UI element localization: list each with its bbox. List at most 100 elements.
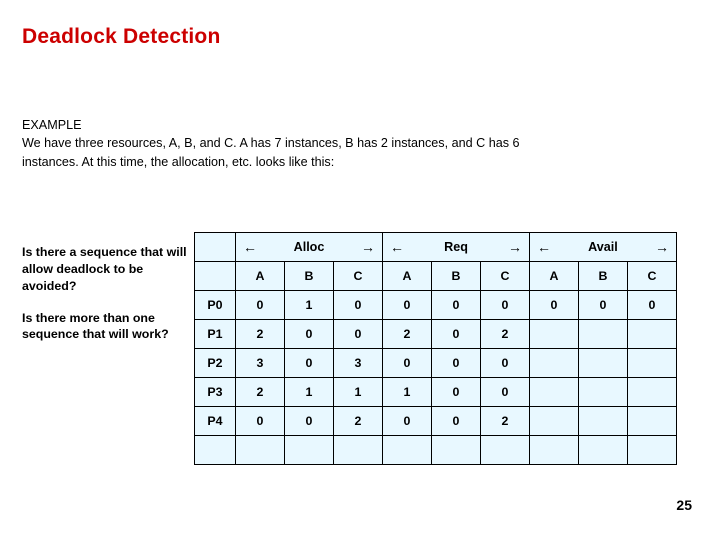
cell-p0-avail-b: 0 — [578, 290, 628, 320]
cell-p1-req-a: 2 — [382, 319, 432, 349]
table-row: P4 0 0 2 0 0 2 — [194, 406, 677, 436]
cell-p2-alloc-b: 0 — [284, 348, 334, 378]
cell-p3-alloc-c: 1 — [333, 377, 383, 407]
cell-p0-alloc-c: 0 — [333, 290, 383, 320]
table-row-sub-headers: A B C A B C A B C — [194, 261, 677, 291]
cell-empty-req-c — [480, 435, 530, 465]
cell-empty-req-b — [431, 435, 481, 465]
cell-p2-avail-a — [529, 348, 579, 378]
cell-p0-avail-a: 0 — [529, 290, 579, 320]
question-two: Is there more than one sequence that wil… — [22, 310, 169, 342]
table-row-group-headers: ← Alloc → ← Req → ← Avail — [194, 232, 677, 262]
cell-empty-alloc-a — [235, 435, 285, 465]
cell-p4-req-b: 0 — [431, 406, 481, 436]
page-title: Deadlock Detection — [22, 25, 221, 48]
cell-p2-avail-b — [578, 348, 628, 378]
arrow-left-icon: ← — [390, 239, 404, 255]
sub-header-avail-b: B — [578, 261, 628, 291]
arrow-right-icon: → — [508, 239, 522, 255]
cell-p0-req-a: 0 — [382, 290, 432, 320]
sub-header-avail-c: C — [627, 261, 677, 291]
cell-p3-alloc-b: 1 — [284, 377, 334, 407]
row-label-p1: P1 — [194, 319, 236, 349]
cell-p3-alloc-a: 2 — [235, 377, 285, 407]
questions-block: Is there a sequence that will allow dead… — [22, 244, 190, 343]
example-body: EXAMPLE We have three resources, A, B, a… — [22, 116, 698, 171]
cell-p3-req-c: 0 — [480, 377, 530, 407]
sub-header-alloc-b: B — [284, 261, 334, 291]
row-label-p2: P2 — [194, 348, 236, 378]
cell-p1-avail-b — [578, 319, 628, 349]
cell-p3-avail-c — [627, 377, 677, 407]
question-one: Is there a sequence that will allow dead… — [22, 245, 187, 293]
cell-p3-avail-a — [529, 377, 579, 407]
cell-p1-req-c: 2 — [480, 319, 530, 349]
cell-empty-req-a — [382, 435, 432, 465]
row-label-cell — [194, 261, 236, 291]
group-label-req: Req — [444, 240, 468, 254]
cell-p4-req-c: 2 — [480, 406, 530, 436]
table-row: P3 2 1 1 1 0 0 — [194, 377, 677, 407]
group-header-req: ← Req → — [382, 232, 530, 262]
example-heading: EXAMPLE — [22, 118, 82, 132]
allocation-table: ← Alloc → ← Req → ← Avail — [194, 232, 677, 465]
sub-header-avail-a: A — [529, 261, 579, 291]
corner-cell — [194, 232, 236, 262]
group-label-alloc: Alloc — [293, 240, 325, 254]
cell-p1-req-b: 0 — [431, 319, 481, 349]
cell-empty-alloc-c — [333, 435, 383, 465]
row-label-p0: P0 — [194, 290, 236, 320]
cell-p2-req-c: 0 — [480, 348, 530, 378]
page-number: 25 — [676, 497, 692, 513]
sub-header-alloc-c: C — [333, 261, 383, 291]
cell-p4-avail-a — [529, 406, 579, 436]
sub-header-req-c: C — [480, 261, 530, 291]
table-row — [194, 435, 677, 465]
cell-p3-req-a: 1 — [382, 377, 432, 407]
table-row: P1 2 0 0 2 0 2 — [194, 319, 677, 349]
cell-empty-avail-c — [627, 435, 677, 465]
sub-header-req-a: A — [382, 261, 432, 291]
cell-empty-alloc-b — [284, 435, 334, 465]
sub-header-req-b: B — [431, 261, 481, 291]
sub-header-alloc-a: A — [235, 261, 285, 291]
cell-p4-alloc-b: 0 — [284, 406, 334, 436]
cell-p2-alloc-c: 3 — [333, 348, 383, 378]
cell-p1-avail-a — [529, 319, 579, 349]
cell-p1-alloc-b: 0 — [284, 319, 334, 349]
cell-p1-avail-c — [627, 319, 677, 349]
arrow-left-icon: ← — [537, 239, 551, 255]
table-row: P2 3 0 3 0 0 0 — [194, 348, 677, 378]
cell-p0-req-c: 0 — [480, 290, 530, 320]
cell-p4-req-a: 0 — [382, 406, 432, 436]
cell-p1-alloc-a: 2 — [235, 319, 285, 349]
row-label-p4: P4 — [194, 406, 236, 436]
cell-p0-alloc-b: 1 — [284, 290, 334, 320]
group-header-avail: ← Avail → — [529, 232, 677, 262]
cell-empty-avail-a — [529, 435, 579, 465]
arrow-left-icon: ← — [243, 239, 257, 255]
example-line-1: We have three resources, A, B, and C. A … — [22, 136, 520, 151]
cell-p2-req-b: 0 — [431, 348, 481, 378]
cell-p0-avail-c: 0 — [627, 290, 677, 320]
group-header-alloc: ← Alloc → — [235, 232, 383, 262]
cell-p2-req-a: 0 — [382, 348, 432, 378]
cell-p3-req-b: 0 — [431, 377, 481, 407]
table-row: P0 0 1 0 0 0 0 0 0 0 — [194, 290, 677, 320]
row-label-p3: P3 — [194, 377, 236, 407]
cell-p4-avail-c — [627, 406, 677, 436]
cell-p4-alloc-a: 0 — [235, 406, 285, 436]
cell-p0-alloc-a: 0 — [235, 290, 285, 320]
arrow-right-icon: → — [655, 239, 669, 255]
cell-p1-alloc-c: 0 — [333, 319, 383, 349]
cell-p3-avail-b — [578, 377, 628, 407]
cell-p4-avail-b — [578, 406, 628, 436]
arrow-right-icon: → — [361, 239, 375, 255]
group-label-avail: Avail — [588, 240, 618, 254]
example-line-2: instances. At this time, the allocation,… — [22, 154, 335, 169]
cell-p4-alloc-c: 2 — [333, 406, 383, 436]
row-label-empty — [194, 435, 236, 465]
cell-p2-alloc-a: 3 — [235, 348, 285, 378]
cell-p0-req-b: 0 — [431, 290, 481, 320]
